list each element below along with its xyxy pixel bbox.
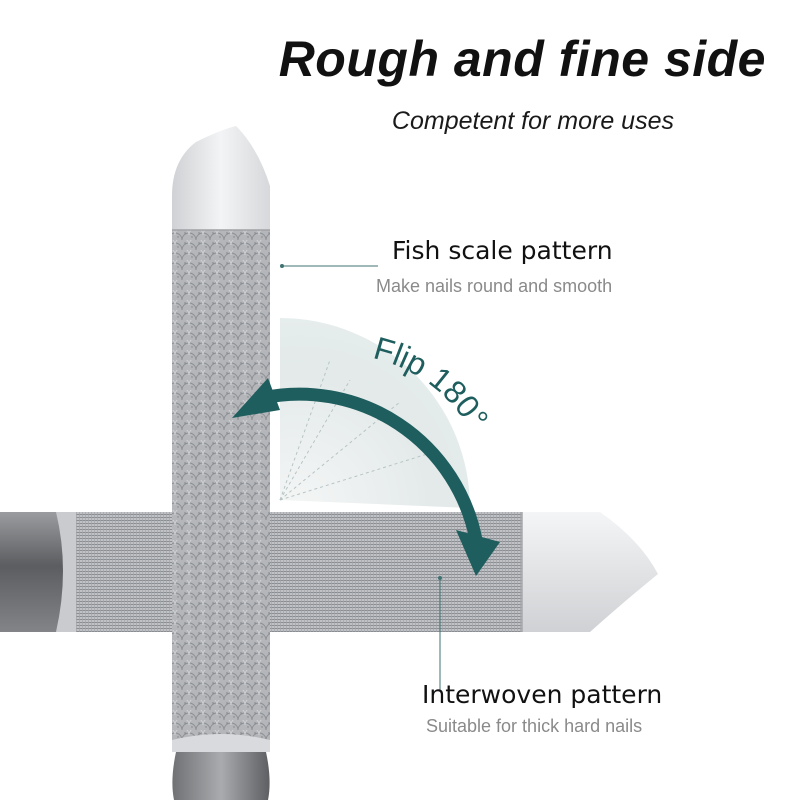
fish-scale-title: Fish scale pattern — [392, 236, 613, 265]
interwoven-title: Interwoven pattern — [422, 680, 663, 709]
page-subtitle: Competent for more uses — [391, 107, 674, 135]
interwoven-description: Suitable for thick hard nails — [426, 716, 643, 736]
page-title: Rough and fine side — [278, 31, 766, 87]
flip-arrow-icon — [232, 378, 500, 576]
vertical-nail-file — [172, 126, 270, 800]
interwoven-surface — [76, 512, 522, 632]
horizontal-nail-file — [0, 512, 658, 632]
fish-scale-surface — [172, 230, 270, 752]
fish-scale-description: Make nails round and smooth — [376, 276, 613, 296]
